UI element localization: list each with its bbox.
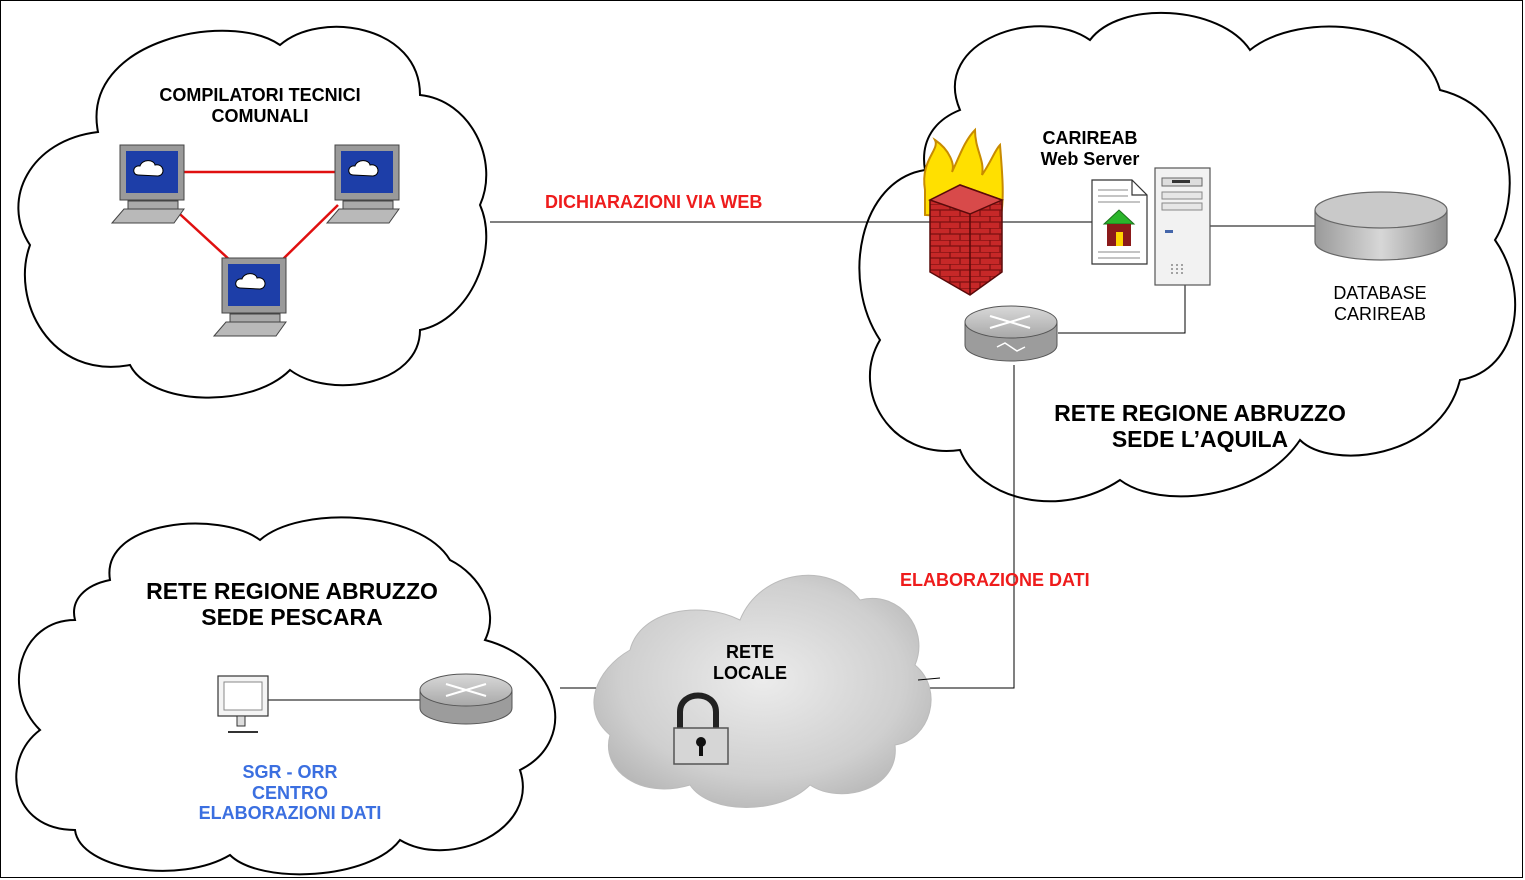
cloud-rete-locale-line2: LOCALE	[713, 662, 787, 683]
workstation-label: SGR - ORR CENTRO ELABORAZIONI DATI	[150, 762, 430, 824]
cloud-pescara-title-line1: RETE REGIONE ABRUZZO	[146, 578, 438, 604]
workstation-label-line1: SGR - ORR	[242, 762, 338, 782]
router-server-line	[1058, 285, 1186, 334]
cloud-laquila	[858, 11, 1517, 503]
monitor-icon	[217, 675, 269, 733]
computer-icon-1	[110, 144, 185, 224]
padlock-icon	[673, 692, 729, 765]
router-icon-pescara	[419, 673, 513, 725]
cloud-pescara	[15, 516, 557, 876]
database-label-line2: CARIREAB	[1333, 303, 1427, 324]
server-icon	[1154, 167, 1211, 286]
workstation-label-line2: CENTRO	[252, 782, 328, 803]
computer-icon-2	[325, 144, 400, 224]
server-label-line2: Web Server	[1040, 148, 1140, 169]
cloud-pescara-title-line2: SEDE PESCARA	[201, 604, 383, 631]
cloud-compilatori-title-line1: COMPILATORI TECNICI	[159, 85, 361, 105]
computer-icon-3	[212, 257, 287, 337]
cloud-compilatori-title: COMPILATORI TECNICI COMUNALI	[125, 85, 395, 126]
database-icon	[1314, 191, 1448, 261]
workstation-links	[169, 170, 339, 263]
cloud-compilatori	[17, 25, 488, 399]
cloud-laquila-title-line2: SEDE L’AQUILA	[1111, 426, 1289, 453]
link-label-elaborazione: ELABORAZIONE DATI	[900, 570, 1090, 590]
cloud-laquila-title-line1: RETE REGIONE ABRUZZO	[1054, 400, 1346, 426]
cloud-rete-locale-line1: RETE	[725, 642, 774, 662]
server-label-line1: CARIREAB	[1042, 128, 1138, 148]
cloud-rete-locale	[593, 574, 932, 808]
cloud-rete-locale-label: RETE LOCALE	[690, 642, 810, 683]
workstation-label-line3: ELABORAZIONI DATI	[198, 803, 382, 824]
cloud-pescara-title: RETE REGIONE ABRUZZO SEDE PESCARA	[112, 578, 472, 631]
cloud-compilatori-title-line2: COMUNALI	[211, 105, 309, 126]
database-label: DATABASE CARIREAB	[1320, 283, 1440, 324]
router-icon-laquila	[964, 305, 1058, 362]
cloud-laquila-title: RETE REGIONE ABRUZZO SEDE L’AQUILA	[1020, 400, 1380, 453]
database-label-line1: DATABASE	[1333, 283, 1427, 303]
server-label: CARIREAB Web Server	[1010, 128, 1170, 169]
firewall-icon	[923, 127, 1005, 296]
web-page-icon	[1091, 179, 1148, 265]
link-label-web: DICHIARAZIONI VIA WEB	[545, 192, 763, 212]
